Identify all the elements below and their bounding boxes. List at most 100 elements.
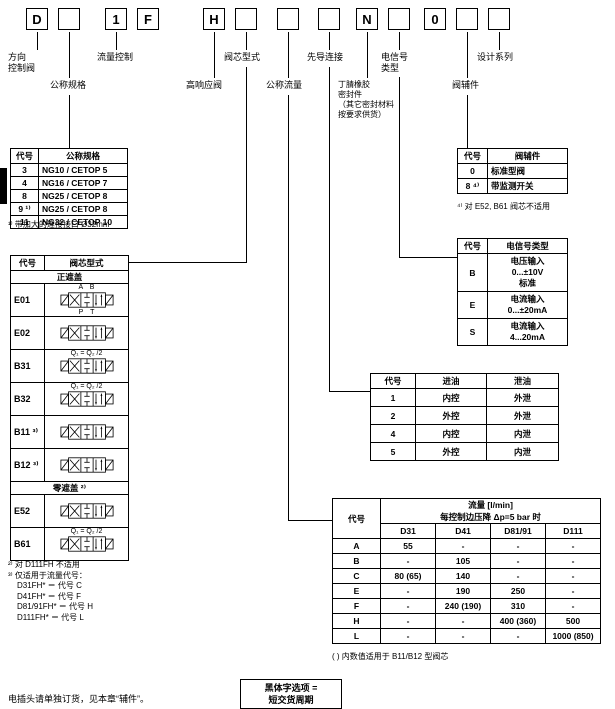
footnote-spool: ²⁾ 对 D111FH 不适用 ³⁾ 仅适用于流量代号： D31FH* ＝ 代号…	[8, 560, 94, 622]
valve-symbol	[45, 456, 128, 474]
code-box-series-f: F	[137, 8, 159, 30]
connector-line	[246, 32, 247, 50]
code-box-spool	[235, 8, 257, 30]
code-box-series-1: 1	[105, 8, 127, 30]
column-header: D41	[435, 523, 491, 539]
connector-line	[329, 67, 330, 391]
spool-row: B61 Q₁ = Q₂ /2	[10, 527, 129, 561]
connector-line	[499, 32, 500, 50]
connector-line	[288, 95, 289, 520]
code-box-signal	[388, 8, 410, 30]
code-box-design-digit: 0	[424, 8, 446, 30]
connector-line	[69, 95, 70, 148]
column-header: D81/91	[490, 523, 546, 539]
connector-line	[467, 95, 468, 148]
table-row: 9 ¹⁾NG25 / CETOP 8	[10, 202, 128, 216]
connector-line	[116, 32, 117, 50]
column-header: 代号	[370, 373, 416, 389]
code-box-accessory	[456, 8, 478, 30]
connector-line	[128, 262, 247, 263]
section-positive-overlap: 正遮盖	[10, 270, 129, 284]
table-row: F-240 (190)310-	[332, 598, 601, 614]
label-spool-type: 阀芯型式	[224, 52, 261, 62]
label-seal: 丁腈橡胶 密封件 （其它密封材料 按要求供货）	[338, 80, 394, 119]
spool-row: E02	[10, 316, 129, 350]
valve-symbol	[45, 324, 128, 342]
label-signal-type: 电信号 类型	[381, 52, 409, 73]
valve-symbol	[45, 291, 128, 309]
spool-row: B32 Q₁ = Q₂ /2	[10, 382, 129, 416]
column-header: 泄油	[486, 373, 559, 389]
code-box-pilot	[318, 8, 340, 30]
footnote-flow: ( ) 内数值适用于 B11/B12 型阀芯	[332, 652, 449, 661]
connector-line	[329, 32, 330, 50]
label-flow-control: 流量控制	[97, 52, 134, 62]
spool-row: E01 A B P T	[10, 283, 129, 317]
valve-symbol	[45, 535, 128, 553]
column-header: 电信号类型	[487, 238, 568, 254]
code-box-size	[58, 8, 80, 30]
valve-symbol	[45, 357, 128, 375]
label-directional-valve: 方向 控制阀	[8, 52, 36, 73]
valve-symbol	[45, 502, 128, 520]
code-box-design-series	[488, 8, 510, 30]
spool-row: B12 ³⁾	[10, 448, 129, 482]
column-header: 代号	[10, 148, 39, 164]
bold-option-note: 黑体字选项 = 短交货周期	[240, 679, 342, 709]
column-header: 代号	[10, 255, 45, 271]
table-row: 8 ⁴⁾带监测开关	[457, 178, 568, 194]
footnote-size: ¹⁾ 带加大的连接接口 Ø32mm	[8, 220, 110, 229]
column-header: 公称规格	[38, 148, 128, 164]
connector-order-note: 电插头请单独订货，见本章“辅件”。	[8, 694, 149, 704]
spool-row: E52	[10, 494, 129, 528]
connector-line	[329, 391, 370, 392]
valve-symbol	[45, 423, 128, 441]
column-header: 进油	[415, 373, 487, 389]
label-high-response: 高响应阀	[186, 80, 223, 90]
code-box-directional: D	[26, 8, 48, 30]
flow-table: 代号 流量 [l/min] 每控制边压降 Δp=5 bar 时 D31 D41 …	[332, 498, 601, 644]
column-header: 代号	[457, 148, 488, 164]
connector-line	[367, 32, 368, 78]
connector-line	[214, 32, 215, 78]
label-accessories: 阀辅件	[452, 80, 480, 90]
code-box-high-response: H	[203, 8, 225, 30]
code-box-flow	[277, 8, 299, 30]
table-row: H--400 (360)500	[332, 613, 601, 629]
column-header: 阀辅件	[487, 148, 568, 164]
connector-line	[69, 32, 70, 78]
spool-type-table: 代号 阀芯型式 正遮盖 E01 A B P T E02 B31 Q₁ = Q₂ …	[10, 255, 129, 561]
connector-line	[399, 77, 400, 257]
footnote-accessory: ⁴⁾ 对 E52, B61 阀芯不适用	[457, 202, 550, 211]
connector-line	[288, 32, 289, 78]
label-nominal-flow: 公称流量	[266, 80, 303, 90]
column-header: 代号	[457, 238, 488, 254]
label-nominal-size: 公称规格	[50, 80, 87, 90]
spool-annotation-bottom: P T	[78, 309, 95, 316]
column-header: 代号	[332, 498, 381, 539]
spool-row: B11 ³⁾	[10, 415, 129, 449]
code-box-seal: N	[356, 8, 378, 30]
column-header: D31	[380, 523, 436, 539]
label-pilot-connection: 先导连接	[307, 52, 344, 62]
label-design-series: 设计系列	[477, 52, 514, 62]
page-index-tab	[0, 168, 7, 204]
valve-symbol	[45, 390, 128, 408]
connector-line	[246, 67, 247, 262]
connector-line	[37, 32, 38, 50]
spool-annotation-top: A B	[78, 284, 95, 291]
